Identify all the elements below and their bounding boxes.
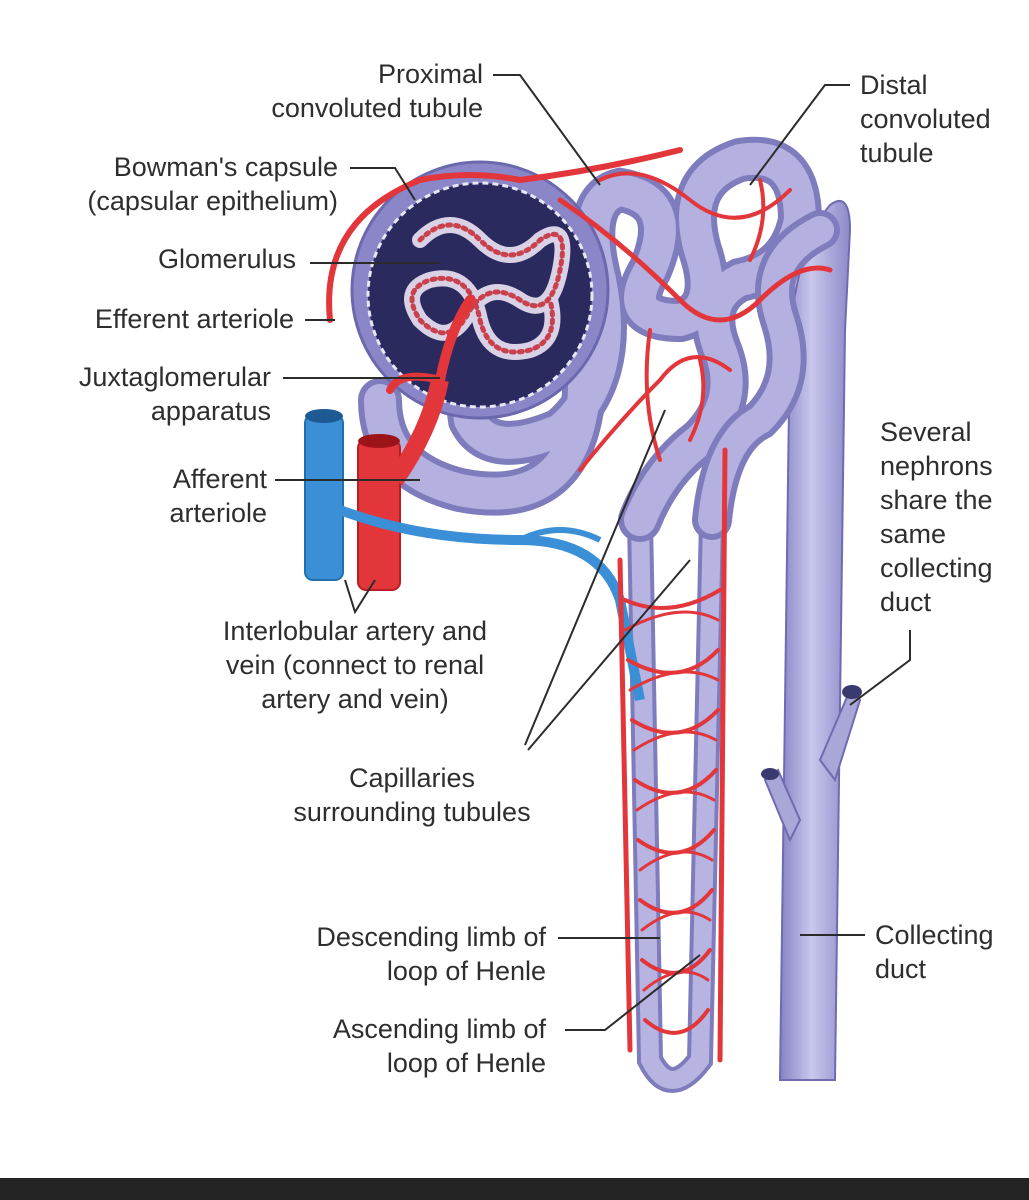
label-glomerulus: Glomerulus	[158, 244, 296, 274]
peritubular-capillaries	[326, 147, 833, 1063]
label-line: loop of Henle	[387, 956, 546, 986]
label-proximal-convoluted-tubule: Proximal convoluted tubule	[271, 59, 483, 123]
label-line: share the	[880, 485, 993, 515]
label-line: (capsular epithelium)	[87, 186, 338, 216]
label-line: Descending limb of	[316, 922, 546, 952]
label-line: apparatus	[151, 396, 271, 426]
label-line: Glomerulus	[158, 244, 296, 274]
label-line: loop of Henle	[387, 1048, 546, 1078]
label-distal-convoluted-tubule: Distal convoluted tubule	[860, 70, 991, 168]
label-line: surrounding tubules	[293, 797, 530, 827]
label-collecting-duct: Collecting duct	[875, 920, 994, 984]
label-line: Interlobular artery and	[223, 616, 487, 646]
label-line: nephrons	[880, 451, 993, 481]
interlobular-vessels	[304, 378, 645, 701]
label-efferent-arteriole: Efferent arteriole	[95, 304, 294, 334]
label-line: artery and vein)	[261, 684, 449, 714]
label-afferent-arteriole: Afferent arteriole	[169, 464, 267, 528]
leader-lines	[275, 74, 911, 1031]
label-line: Afferent	[173, 464, 268, 494]
label-line: convoluted tubule	[271, 93, 483, 123]
label-line: Ascending limb of	[333, 1014, 547, 1044]
loop-of-henle	[627, 519, 725, 1093]
label-line: Capillaries	[349, 763, 475, 793]
label-line: same	[880, 519, 946, 549]
bottom-bar	[0, 1178, 1029, 1200]
label-line: duct	[880, 587, 932, 617]
label-line: Efferent arteriole	[95, 304, 294, 334]
label-capillaries: Capillaries surrounding tubules	[293, 763, 530, 827]
label-ascending-limb: Ascending limb of loop of Henle	[333, 1014, 547, 1078]
label-descending-limb: Descending limb of loop of Henle	[316, 922, 546, 986]
label-line: convoluted	[860, 104, 991, 134]
label-line: Collecting	[875, 920, 994, 950]
label-line: collecting	[880, 553, 993, 583]
label-line: vein (connect to renal	[226, 650, 484, 680]
label-line: arteriole	[169, 498, 267, 528]
label-line: Juxtaglomerular	[79, 362, 271, 392]
label-line: Distal	[860, 70, 928, 100]
label-several-nephrons: Several nephrons share the same collecti…	[880, 417, 993, 617]
label-bowmans-capsule: Bowman's capsule (capsular epithelium)	[87, 152, 338, 216]
label-line: Bowman's capsule	[114, 152, 338, 182]
label-line: tubule	[860, 138, 934, 168]
glomerulus	[404, 217, 571, 360]
label-juxtaglomerular-apparatus: Juxtaglomerular apparatus	[79, 362, 271, 426]
label-line: Several	[880, 417, 972, 447]
collecting-duct	[761, 199, 862, 1081]
label-interlobular-artery-vein: Interlobular artery and vein (connect to…	[223, 616, 487, 714]
label-line: Proximal	[378, 59, 483, 89]
label-line: duct	[875, 954, 927, 984]
